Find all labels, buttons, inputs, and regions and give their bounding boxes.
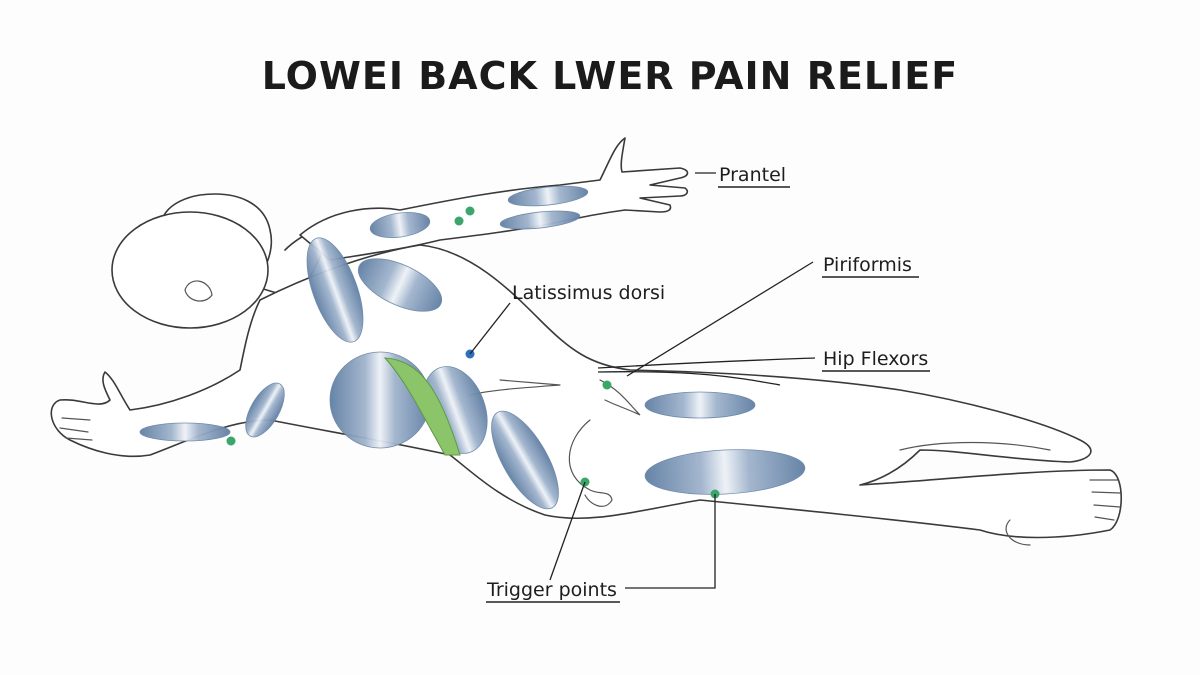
diagram-title: LOWEI BACK LWER PAIN RELIEF: [262, 54, 958, 98]
label-latissimus-dorsi: Latissimus dorsi: [512, 282, 665, 304]
label-piriformis: Piriformis: [823, 254, 912, 276]
label-hip-flexors: Hip Flexors: [823, 348, 928, 370]
labels: Prantel Piriformis Latissimus dorsi Hip …: [486, 164, 930, 603]
human-figure: [50, 137, 1122, 546]
highlighted-muscle: [383, 357, 461, 456]
label-trigger-points: Trigger points: [486, 579, 617, 601]
label-prantel: Prantel: [719, 164, 786, 186]
head: [111, 211, 269, 329]
leader-lines: [469, 172, 816, 589]
